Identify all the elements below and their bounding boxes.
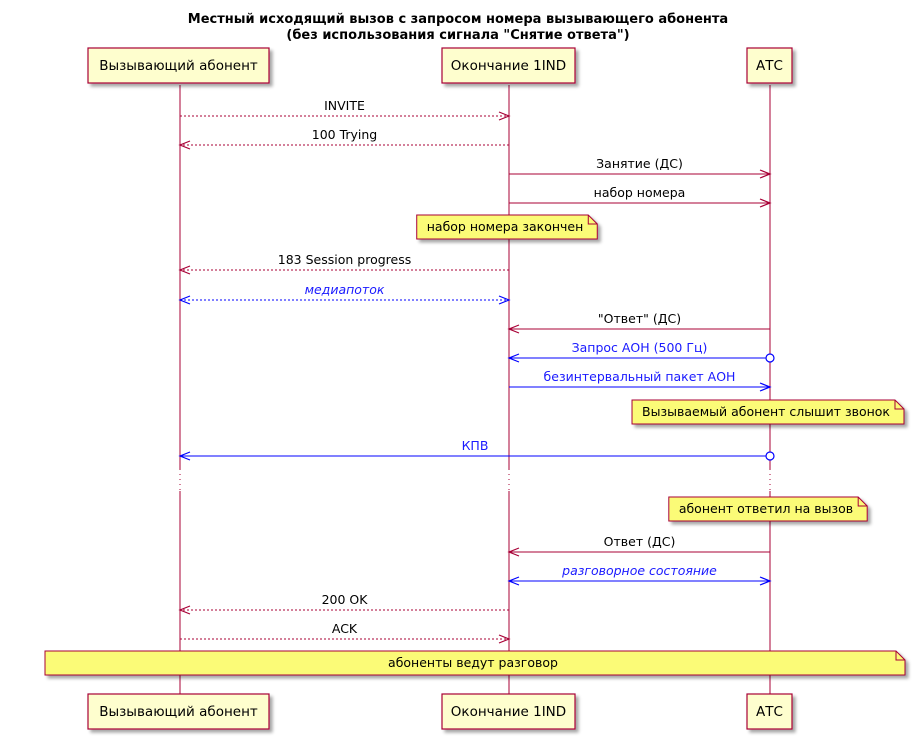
lost-circle: [765, 451, 775, 461]
message: 183 Session progress: [178, 252, 509, 275]
message: набор номера: [509, 185, 772, 208]
message: медиапоток: [178, 282, 511, 305]
note-text: набор номера закончен: [427, 219, 584, 234]
note-text: Вызываемый абонент слышит звонок: [642, 404, 890, 419]
note-text: абонент ответил на вызов: [679, 501, 853, 516]
message-label: Ответ (ДС): [604, 534, 676, 549]
message-label: ACK: [332, 621, 358, 636]
message-label: 183 Session progress: [278, 252, 411, 267]
participant-caller-bottom: Вызывающий абонент: [87, 693, 270, 730]
participant-label: Вызывающий абонент: [99, 704, 258, 720]
participant-atc-bottom: АТС: [746, 693, 793, 730]
participant-label: Окончание 1IND: [451, 58, 566, 74]
note-text: абоненты ведут разговор: [388, 655, 558, 670]
diagram-title-line1: Местный исходящий вызов с запросом номер…: [188, 12, 728, 27]
message: Запрос АОН (500 Гц): [507, 340, 775, 363]
participant-label: Вызывающий абонент: [99, 58, 258, 74]
participant-ind-bottom: Окончание 1IND: [441, 693, 576, 730]
message-label: 200 OK: [322, 592, 369, 607]
diagram-title-line2: (без использования сигнала "Снятие ответ…: [286, 28, 629, 43]
participant-ind-top: Окончание 1IND: [441, 47, 576, 84]
message: разговорное состояние: [507, 563, 772, 586]
participant-atc-top: АТС: [746, 47, 793, 84]
message-label: Запрос АОН (500 Гц): [572, 340, 708, 355]
message-label: INVITE: [324, 98, 365, 113]
message-label: медиапоток: [305, 282, 385, 297]
message-label: Занятие (ДС): [596, 156, 683, 171]
note: набор номера закончен: [416, 214, 598, 240]
message: КПВ: [178, 438, 775, 461]
message: Ответ (ДС): [507, 534, 770, 557]
message-label: КПВ: [462, 438, 489, 453]
participant-label: АТС: [756, 58, 783, 74]
message: Занятие (ДС): [509, 156, 772, 179]
message: 100 Trying: [178, 127, 509, 150]
message-label: набор номера: [594, 185, 686, 200]
message: INVITE: [180, 98, 511, 121]
message: ACK: [180, 621, 511, 644]
note: Вызываемый абонент слышит звонок: [631, 399, 905, 425]
participant-label: АТС: [756, 704, 783, 720]
lifelines: [179, 85, 771, 694]
message: 200 OK: [178, 592, 509, 615]
lost-circle: [765, 353, 775, 363]
participant-caller-top: Вызывающий абонент: [87, 47, 270, 84]
message-label: безинтервальный пакет АОН: [544, 369, 736, 384]
message: безинтервальный пакет АОН: [509, 369, 772, 392]
message-label: разговорное состояние: [561, 563, 717, 578]
message-label: 100 Trying: [312, 127, 378, 142]
participant-label: Окончание 1IND: [451, 704, 566, 720]
message: "Ответ" (ДС): [507, 311, 770, 334]
note: абоненты ведут разговор: [44, 650, 906, 676]
message-label: "Ответ" (ДС): [598, 311, 681, 326]
note: абонент ответил на вызов: [668, 496, 868, 522]
